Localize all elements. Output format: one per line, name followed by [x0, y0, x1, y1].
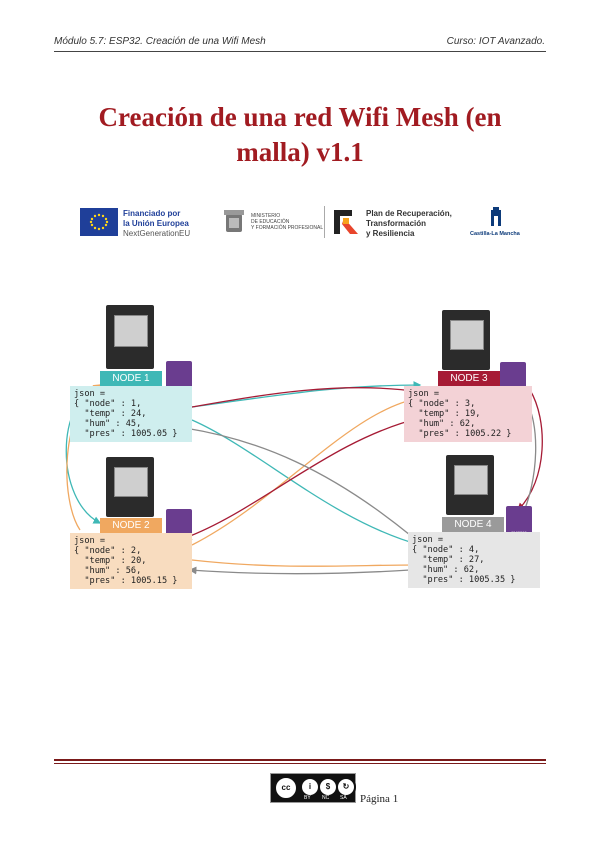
cc-by-icon: i	[300, 777, 320, 797]
ministry-line-2: DE EDUCACIÓN	[251, 219, 290, 225]
cc-nc-label: NC	[322, 795, 330, 801]
node2-esp32-board	[106, 457, 154, 517]
node1-label: NODE 1	[100, 371, 162, 386]
node4-chip	[454, 465, 488, 495]
node4-json: json = { "node" : 4, "temp" : 27, "hum" …	[408, 532, 540, 588]
spain-coat-of-arms-icon	[222, 208, 246, 236]
plan-line-3: y Resiliencia	[366, 229, 415, 238]
eu-flag-icon	[80, 208, 118, 236]
arrow-node1-to-node3	[191, 381, 422, 408]
recovery-plan-text: Plan de Recuperación, Transformación y R…	[366, 209, 452, 239]
ministry-text: MINISTERIO DE EDUCACIÓN Y FORMACIÓN PROF…	[251, 213, 323, 231]
arrow-node1-to-node4	[191, 419, 422, 548]
arrow-node3-to-node1	[173, 386, 421, 413]
plan-line-1: Plan de Recuperación,	[366, 209, 452, 218]
arrow-node3-to-node4	[517, 389, 543, 511]
node2-json: json = { "node" : 2, "temp" : 20, "hum" …	[70, 533, 192, 589]
arrow-node3-to-node2	[183, 417, 421, 540]
cc-nc-icon: $	[318, 777, 338, 797]
header-course: Curso: IOT Avanzado.	[446, 36, 545, 47]
page-number: Página 1	[360, 793, 399, 805]
cc-by-label: BY	[304, 795, 311, 801]
castilla-la-mancha-emblem-icon	[488, 206, 504, 228]
arrow-node4-to-node1	[183, 425, 411, 536]
node4-esp32-board	[446, 455, 494, 515]
eu-line-2: la Unión Europea	[123, 219, 189, 228]
cc-license-badge: cc i $ ↻ BY NC SA	[270, 773, 356, 803]
cc-logo-icon: cc	[274, 776, 298, 800]
node3-json: json = { "node" : 3, "temp" : 19, "hum" …	[404, 386, 532, 442]
eu-line-1: Financiado por	[123, 209, 181, 218]
ministry-line-3: Y FORMACIÓN PROFESIONAL	[251, 225, 324, 231]
arrow-node4-to-node2	[188, 566, 411, 575]
footer-divider	[54, 759, 546, 761]
node1-chip	[114, 315, 148, 347]
node3-esp32-board	[442, 310, 490, 370]
arrow-node2-to-node3	[191, 395, 422, 546]
node3-label: NODE 3	[438, 371, 500, 386]
ministry-line-1: MINISTERIO	[251, 213, 281, 219]
plan-line-2: Transformación	[366, 219, 427, 228]
cc-sa-label: SA	[340, 795, 347, 801]
node1-esp32-board	[106, 305, 154, 369]
page-title: Creación de una red Wifi Mesh (en malla)…	[60, 100, 540, 170]
header-module-title: Módulo 5.7: ESP32. Creación de una Wifi …	[54, 36, 266, 47]
footer-divider-thin	[54, 763, 546, 764]
page-title-line-2: malla) v1.1	[236, 137, 364, 167]
node3-chip	[450, 320, 484, 350]
node4-label: NODE 4	[442, 517, 504, 532]
recovery-plan-icon	[332, 208, 362, 236]
eu-line-3: NextGenerationEU	[123, 229, 191, 238]
node2-label: NODE 2	[100, 518, 162, 533]
eu-funding-text: Financiado por la Unión Europea NextGene…	[123, 209, 190, 239]
node1-json: json = { "node" : 1, "temp" : 24, "hum" …	[70, 386, 192, 442]
header-divider	[54, 51, 546, 52]
logo-divider	[324, 206, 325, 238]
node2-chip	[114, 467, 148, 497]
page-title-line-1: Creación de una red Wifi Mesh (en	[98, 102, 502, 132]
castilla-la-mancha-text: Castilla-La Mancha	[470, 231, 520, 237]
arrow-node2-to-node4	[191, 559, 417, 569]
cc-sa-icon: ↻	[336, 777, 356, 797]
eu-stars-icon	[89, 213, 109, 231]
